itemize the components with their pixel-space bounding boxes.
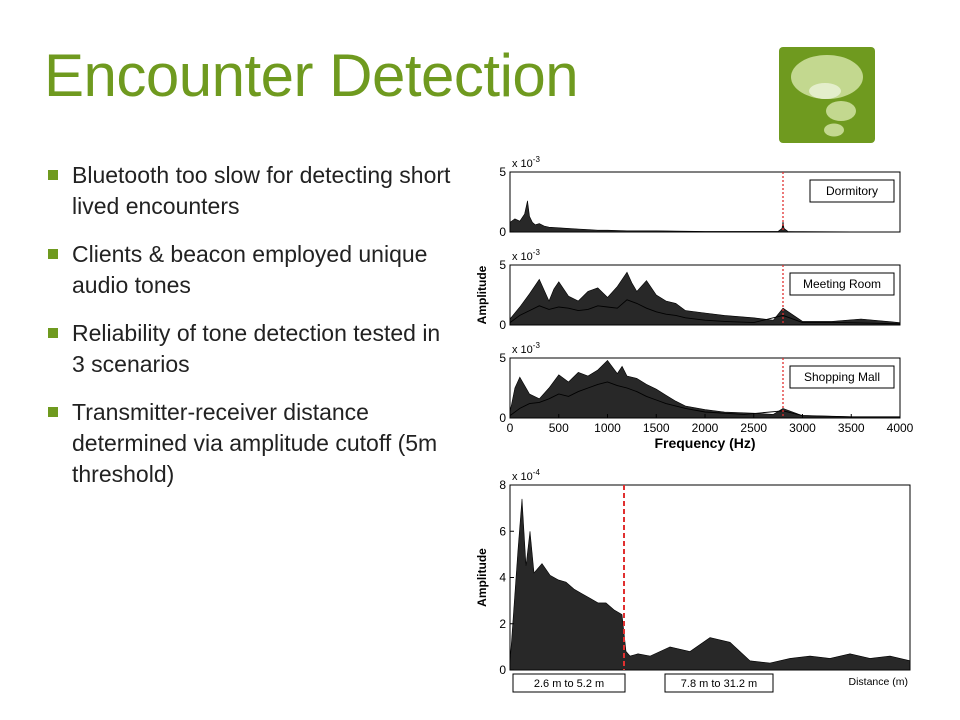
x-tick-label: 4000	[887, 421, 914, 435]
y-exponent-label: x 10-4	[512, 468, 540, 483]
bullet-text: Bluetooth too slow for detecting short l…	[72, 162, 451, 219]
bullet-item: Clients & beacon employed unique audio t…	[48, 239, 453, 301]
slide-title: Encounter Detection	[44, 42, 579, 109]
legend-box	[809, 179, 895, 203]
y-tick-label: 4	[499, 571, 506, 585]
x-axis-label: Frequency (Hz)	[654, 435, 755, 451]
series-area	[509, 381, 901, 419]
legend-label: Meeting Room	[803, 277, 881, 291]
y-tick-label: 5	[499, 258, 506, 272]
bullet-text: Clients & beacon employed unique audio t…	[72, 241, 428, 298]
range-label-box	[512, 673, 626, 693]
x-axis-label: Distance (m)	[848, 676, 908, 688]
legend-box	[789, 272, 895, 296]
series-area	[509, 359, 901, 419]
y-tick-label: 0	[499, 225, 506, 239]
y-tick-label: 0	[499, 411, 506, 425]
range-label-box	[664, 673, 774, 693]
range-label: 7.8 m to 31.2 m	[681, 678, 757, 690]
series-area	[509, 498, 911, 671]
x-tick-label: 1000	[594, 421, 621, 435]
bullet-text: Reliability of tone detection tested in …	[72, 320, 441, 377]
x-tick-label: 3000	[789, 421, 816, 435]
x-tick-label: 500	[549, 421, 569, 435]
y-tick-label: 8	[499, 478, 506, 492]
speech-bubbles-icon	[779, 47, 875, 143]
logo-bubble-large	[791, 55, 863, 99]
y-tick-label: 0	[499, 663, 506, 677]
bullet-item: Transmitter-receiver distance determined…	[48, 397, 453, 490]
bullet-item: Bluetooth too slow for detecting short l…	[48, 160, 453, 222]
x-tick-label: 0	[507, 421, 514, 435]
legend-label: Dormitory	[826, 184, 878, 198]
bullet-square-icon	[48, 249, 58, 259]
y-axis-label: Amplitude	[475, 265, 489, 324]
bullet-square-icon	[48, 328, 58, 338]
logo-bubble-large-highlight	[809, 83, 841, 99]
bullet-list: Bluetooth too slow for detecting short l…	[48, 160, 453, 507]
legend-box	[789, 365, 895, 389]
logo-bubble-small	[824, 123, 844, 137]
y-exponent-label: x 10-3	[512, 341, 540, 356]
y-exponent-label: x 10-3	[512, 248, 540, 263]
x-tick-label: 3500	[838, 421, 865, 435]
y-tick-label: 0	[499, 318, 506, 332]
series-area	[509, 271, 901, 326]
x-tick-label: 2500	[740, 421, 767, 435]
y-exponent-label: x 10-3	[512, 155, 540, 170]
y-tick-label: 2	[499, 617, 506, 631]
y-tick-label: 5	[499, 351, 506, 365]
x-tick-label: 1500	[643, 421, 670, 435]
legend-label: Shopping Mall	[804, 370, 880, 384]
y-axis-label: Amplitude	[475, 548, 489, 607]
series-area	[509, 299, 901, 326]
range-label: 2.6 m to 5.2 m	[534, 678, 604, 690]
y-tick-label: 6	[499, 524, 506, 538]
series-area	[509, 200, 901, 233]
bullet-item: Reliability of tone detection tested in …	[48, 318, 453, 380]
bullet-square-icon	[48, 170, 58, 180]
bullet-square-icon	[48, 407, 58, 417]
x-tick-label: 2000	[692, 421, 719, 435]
y-tick-label: 5	[499, 165, 506, 179]
logo-bubble-medium	[826, 101, 856, 121]
bullet-text: Transmitter-receiver distance determined…	[72, 399, 438, 487]
